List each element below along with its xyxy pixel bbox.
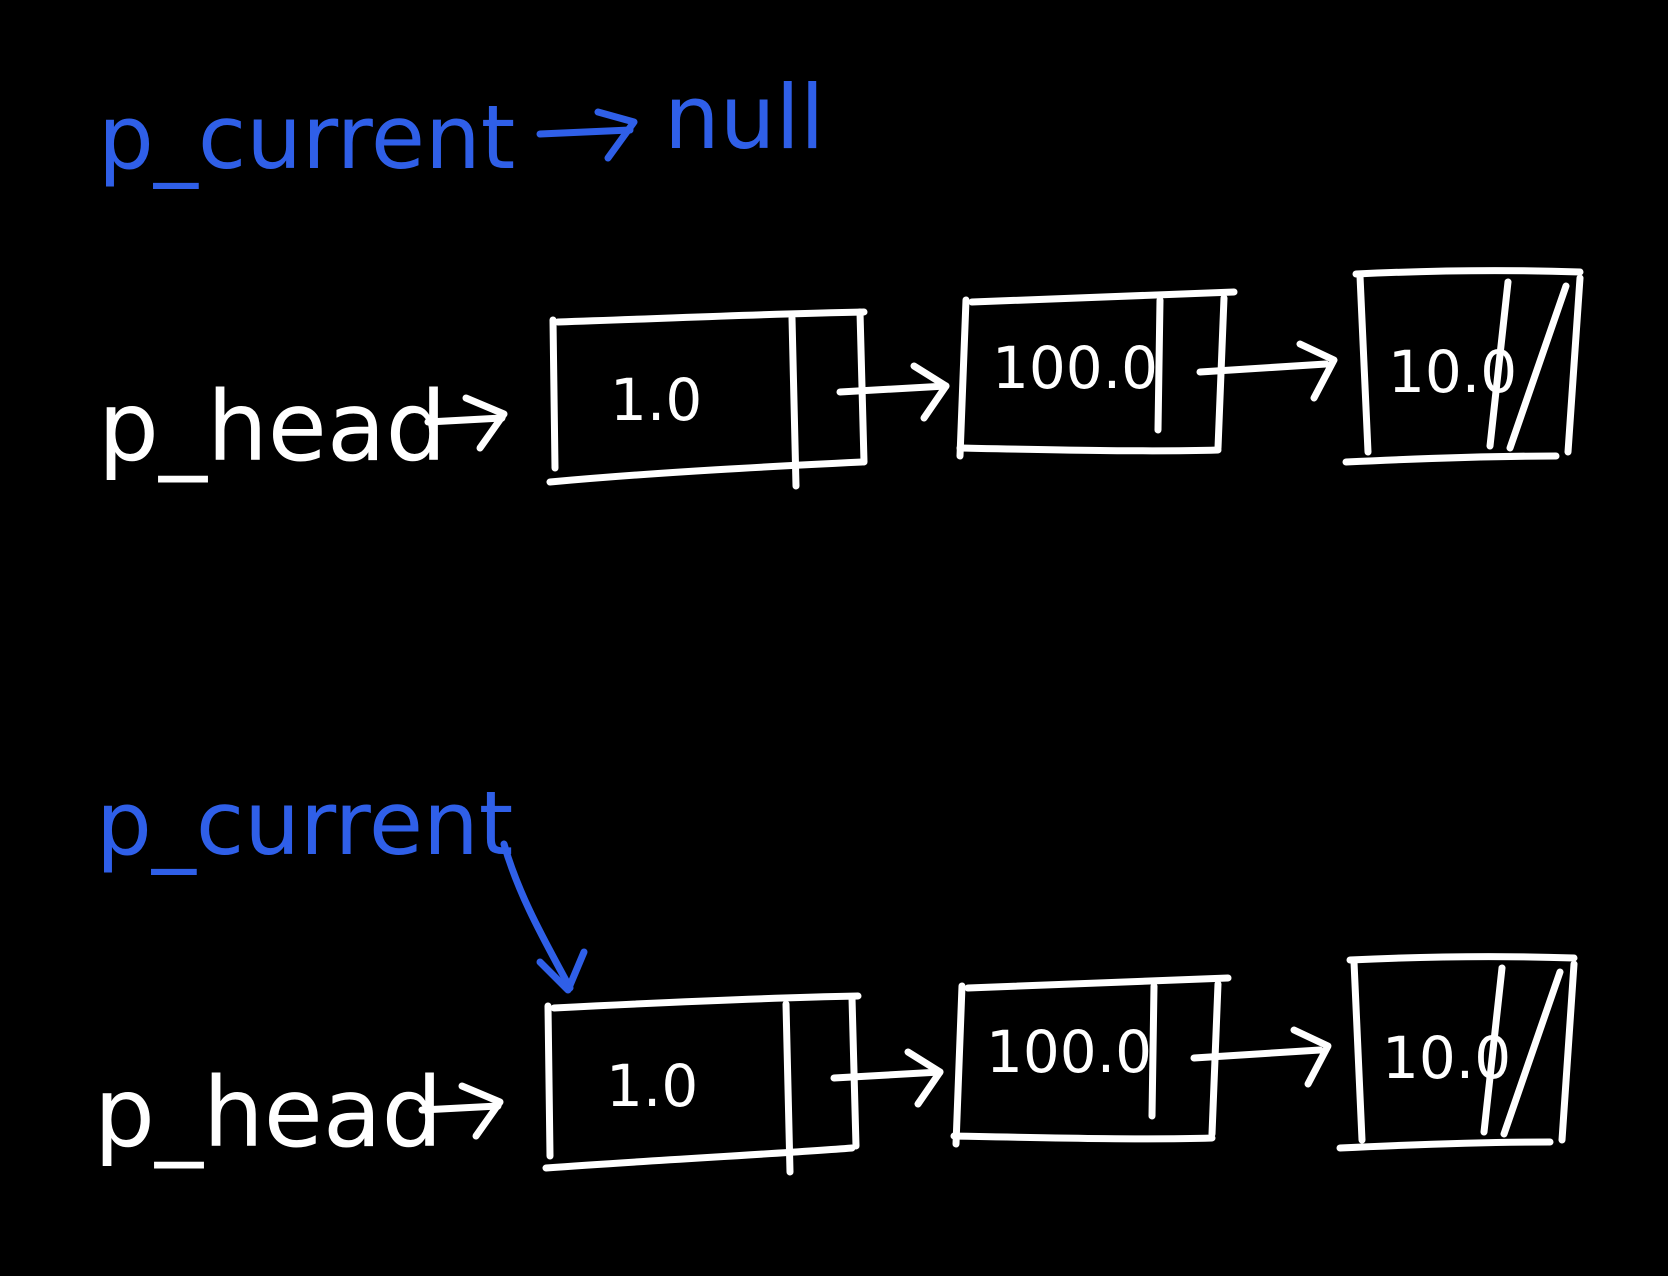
arrow-current-to-node1-head xyxy=(536,948,588,994)
diagram-2: p_current p_head 1.0 100.0 xyxy=(94,772,1578,1176)
arrow-current-to-null-shaft xyxy=(536,126,634,138)
arrow-head-to-node1-head xyxy=(458,1082,504,1140)
head-pointer-label: p_head xyxy=(98,371,447,483)
arrow-node2-to-node3-head xyxy=(1290,1026,1332,1088)
node-3-value: 10.0 xyxy=(1382,1024,1511,1092)
arrow-current-to-null-head xyxy=(594,108,638,162)
node-3-divider xyxy=(1486,278,1512,450)
node-1: 1.0 xyxy=(546,308,868,490)
arrow-node1-to-node2-shaft xyxy=(836,382,950,396)
arrow-node1-to-node2-shaft xyxy=(830,1068,944,1082)
arrow-node1-to-node2-head xyxy=(904,1048,944,1108)
diagram-1: p_current null p_head 1.0 100.0 xyxy=(98,66,1584,490)
node-2-divider xyxy=(1154,296,1164,434)
arrow-node2-to-node3-head xyxy=(1296,340,1338,402)
node-1: 1.0 xyxy=(542,992,862,1176)
arrow-node2-to-node3-shaft xyxy=(1190,1046,1324,1062)
current-pointer-label: p_current xyxy=(98,86,515,189)
node-3-null-strike xyxy=(1506,282,1570,452)
node-3: 10.0 xyxy=(1336,953,1578,1152)
head-pointer-label: p_head xyxy=(94,1057,443,1169)
null-label: null xyxy=(664,66,824,169)
node-1-divider xyxy=(788,314,800,490)
node-2-value: 100.0 xyxy=(986,1018,1152,1086)
node-2: 100.0 xyxy=(956,288,1238,460)
node-2-value: 100.0 xyxy=(992,334,1158,402)
arrow-node1-to-node2-head xyxy=(910,362,950,422)
node-1-divider xyxy=(782,1000,794,1176)
arrow-current-to-node1-shaft xyxy=(500,840,574,992)
current-pointer-label: p_current xyxy=(96,772,513,875)
arrow-node2-to-node3-shaft xyxy=(1196,360,1330,376)
node-3-null-strike xyxy=(1500,968,1564,1138)
node-1-value: 1.0 xyxy=(610,366,702,434)
node-2: 100.0 xyxy=(950,974,1232,1148)
arrow-head-to-node1-shaft xyxy=(424,414,506,426)
node-1-value: 1.0 xyxy=(606,1052,698,1120)
node-3-value: 10.0 xyxy=(1388,338,1517,406)
node-3: 10.0 xyxy=(1342,267,1584,466)
node-3-divider xyxy=(1480,964,1506,1136)
node-2-divider xyxy=(1148,982,1158,1120)
arrow-head-to-node1-head xyxy=(462,394,508,452)
arrow-head-to-node1-shaft xyxy=(418,1102,502,1114)
